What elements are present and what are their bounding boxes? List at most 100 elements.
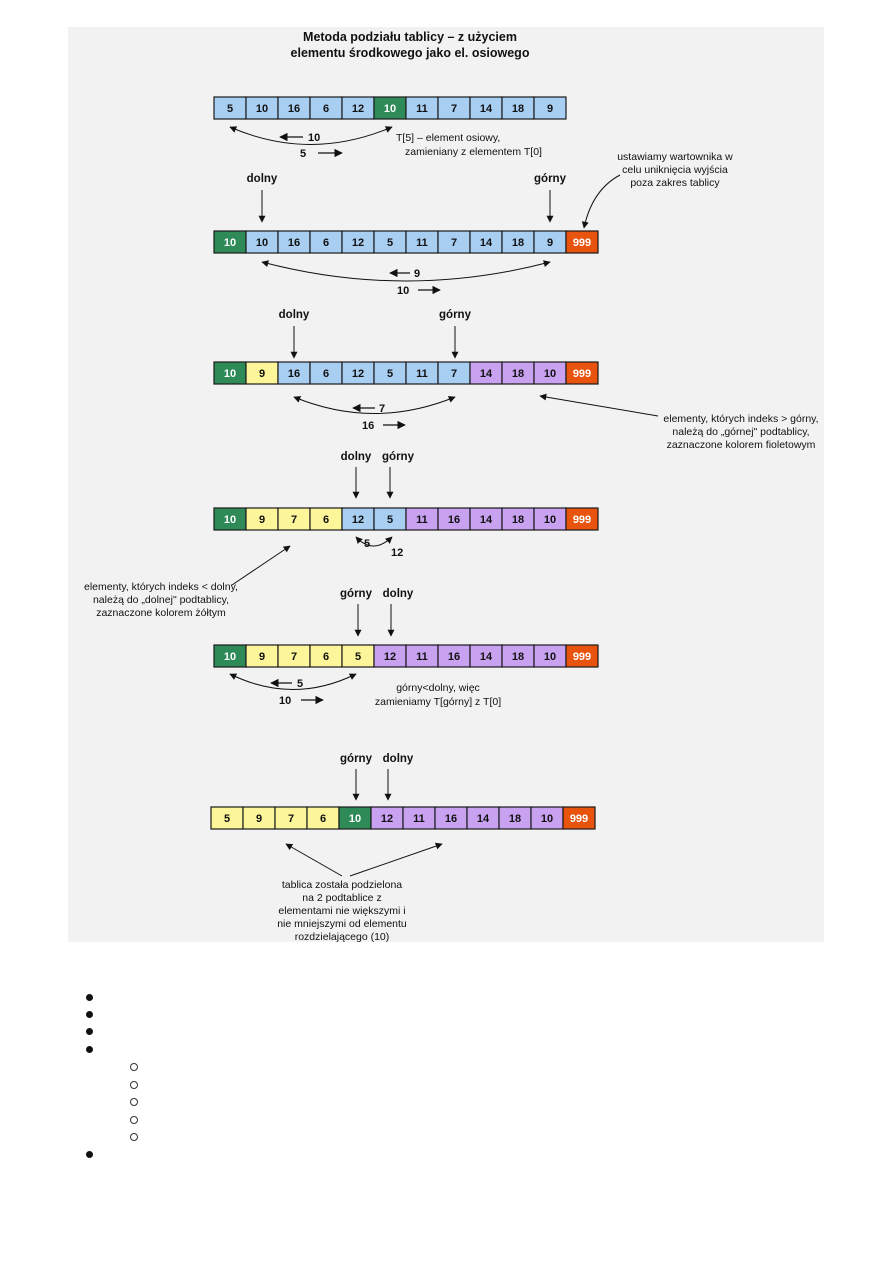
swap-value-row2-right: 10 [397,285,409,297]
diagram-title-line2: elementu środkowego jako el. osiowego [291,46,530,60]
array-cell-value: 12 [384,651,396,663]
array-cell-value: 16 [448,514,460,526]
bullet-4 [86,1046,93,1053]
array-cell-value: 999 [573,237,591,249]
array-cell-value: 5 [387,514,393,526]
array-cell-value: 5 [387,237,393,249]
array-cell-value: 11 [413,813,425,825]
array-cell-value: 9 [547,103,553,115]
array-cell-value: 5 [224,813,230,825]
sub-bullet-2 [130,1081,138,1089]
array-cell-value: 999 [570,813,588,825]
array-cell-value: 14 [477,813,490,825]
array-cell-value: 16 [288,368,300,380]
sub-bullet-5 [130,1133,138,1141]
array-cell-value: 6 [323,103,329,115]
array-cell-value: 9 [256,813,262,825]
sentinel-annotation-line1: ustawiamy wartownika w [617,151,733,163]
swap-value-row4-a: 5 [364,538,370,550]
result-annotation-line5: rozdzielającego (10) [295,931,390,942]
array-cell-value: 11 [416,103,428,115]
pointer-label-dolny-row3: dolny [279,309,310,321]
array-cell-value: 18 [512,368,524,380]
result-annotation-line2: na 2 podtablice z [302,892,381,904]
upper-annotation-line2: należą do „górnej" podtablicy, [672,426,809,438]
array-cell-value: 11 [416,237,428,249]
array-cell-value: 16 [448,651,460,663]
array-cell-value: 12 [381,813,393,825]
pivot-annotation-line1: T[5] – element osiowy, [396,132,500,144]
pointer-label-dolny-row6: dolny [383,753,414,765]
swap-arc-row4 [355,536,393,547]
array-cell [565,507,599,531]
array-cell-value: 11 [416,514,428,526]
array-cell-value: 9 [259,514,265,526]
result-annotation-line3: elementami nie większymi i [278,905,405,917]
array-cell-value: 14 [480,368,493,380]
bullet-3 [86,1028,93,1035]
array-cell-value: 9 [259,651,265,663]
array-cell-value: 16 [288,237,300,249]
array-cell-value: 10 [224,237,236,249]
array-cell [565,644,599,668]
swap-value-row2-left: 9 [414,268,420,280]
result-annotation-line1: tablica została podzielona [282,879,402,891]
sub-bullet-4 [130,1116,138,1124]
sentinel-annotation-line3: poza zakres tablicy [630,177,720,189]
array-cell-value: 12 [352,514,364,526]
array-cell-value: 10 [256,103,268,115]
array-cell-value: 18 [512,514,524,526]
swap-arc-row2 [261,260,551,282]
lower-annotation-line2: należą do „dolnej" podtablicy, [93,594,229,606]
array-cell-value: 10 [541,813,553,825]
array-cell-value: 18 [512,103,524,115]
array-cell-value: 7 [451,368,457,380]
swap-value-row3-right: 16 [362,420,374,432]
array-cell-value: 14 [480,514,493,526]
array-cell-value: 16 [445,813,457,825]
pivot-annotation-line2: zamieniany z elementem T[0] [405,146,542,158]
swap-value-row5-left: 5 [297,678,303,690]
array-cell-value: 10 [224,368,236,380]
array-cell-value: 14 [480,103,493,115]
lower-annotation-arrow [231,545,291,586]
diagram-title-line1: Metoda podziału tablicy – z użyciem [303,30,517,44]
lower-annotation-line1: elementy, których indeks < dolny, [84,581,238,593]
array-cell-value: 9 [547,237,553,249]
array-cell-value: 5 [387,368,393,380]
array-cell-value: 6 [320,813,326,825]
array-cell-value: 10 [256,237,268,249]
upper-annotation-line1: elementy, których indeks > górny, [663,413,818,425]
array-cell-value: 7 [288,813,294,825]
pointer-label-gorny-row5: górny [340,588,373,600]
sub-bullet-1 [130,1063,138,1071]
array-cell-value: 999 [573,514,591,526]
quicksort-partition-diagram: Metoda podziału tablicy – z użyciem elem… [84,30,819,942]
pointer-label-gorny-row4: górny [382,451,415,463]
array-cell-value: 10 [544,514,556,526]
pointer-label-gorny-row2: górny [534,173,567,185]
array-cell-value: 10 [544,368,556,380]
array-cell-value: 7 [291,514,297,526]
bullet-5 [86,1151,93,1158]
sentinel-annotation-line2: celu uniknięcia wyjścia [622,164,728,176]
pointer-label-gorny-row6: górny [340,753,373,765]
array-cell-value: 10 [224,514,236,526]
array-cell-value: 10 [384,103,396,115]
array-cell [565,230,599,254]
array-cell-value: 12 [352,103,364,115]
array-cell-value: 999 [573,368,591,380]
array-cell-value: 10 [224,651,236,663]
upper-annotation-line3: zaznaczone kolorem fioletowym [667,439,816,451]
swap-value-row3-left: 7 [379,403,385,415]
array-cell-value: 11 [416,651,428,663]
upper-annotation-arrow [539,393,659,417]
array-cell-value: 10 [349,813,361,825]
pointer-label-dolny-row5: dolny [383,588,414,600]
array-cell-value: 16 [288,103,300,115]
